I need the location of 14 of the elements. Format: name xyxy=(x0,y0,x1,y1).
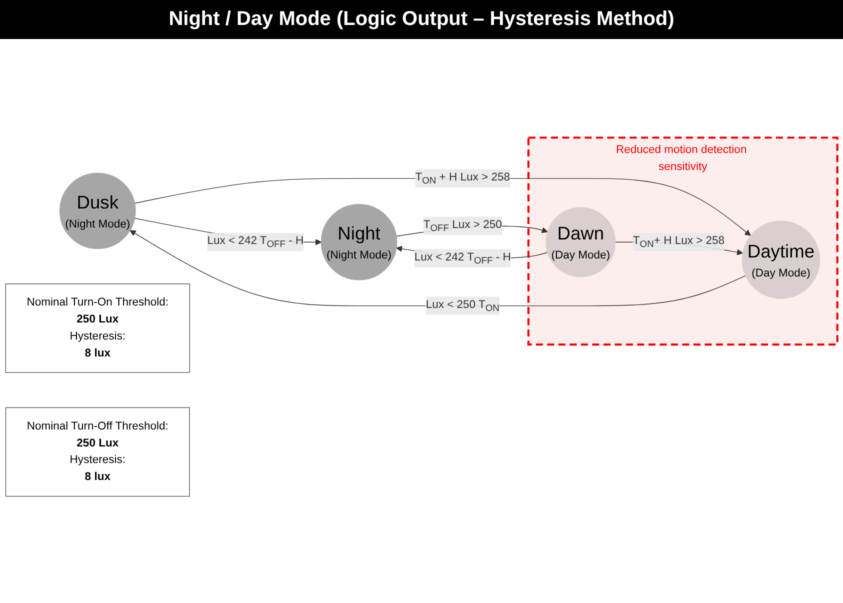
node-box: Nominal Turn-Off Threshold: 250 Lux Hysteresis: 8 lux xyxy=(5,406,190,496)
node-box: Nominal Turn-On Threshold: 250 Lux Hysteresis: 8 lux xyxy=(5,283,190,372)
edge-label: Lux < 242 T$_{OFF}$ - H xyxy=(414,250,511,265)
edge-label: Lux < 242 T$_{OFF}$ - H xyxy=(207,234,304,249)
arrow xyxy=(130,230,746,306)
node-circle: Night (Night Mode) xyxy=(320,204,398,280)
diagram-title: Night / Day Mode (Logic Output – Hysteresis Method) xyxy=(0,0,843,39)
edge-label: T$_{ON}$+ H Lux > 258 xyxy=(632,234,725,249)
node-circle: Daytime (Day Mode) xyxy=(742,220,820,298)
node-circle: Dawn (Day Mode) xyxy=(546,206,616,277)
edge-label: T$_{ON}$ + H Lux > 258 xyxy=(415,170,510,186)
node-circle: Dusk (Night Mode) xyxy=(59,172,136,249)
edge-label: Lux < 250 T$_{ON}$ xyxy=(426,298,500,312)
edge-label: T$_{OFF}$ Lux > 250 xyxy=(423,218,502,233)
